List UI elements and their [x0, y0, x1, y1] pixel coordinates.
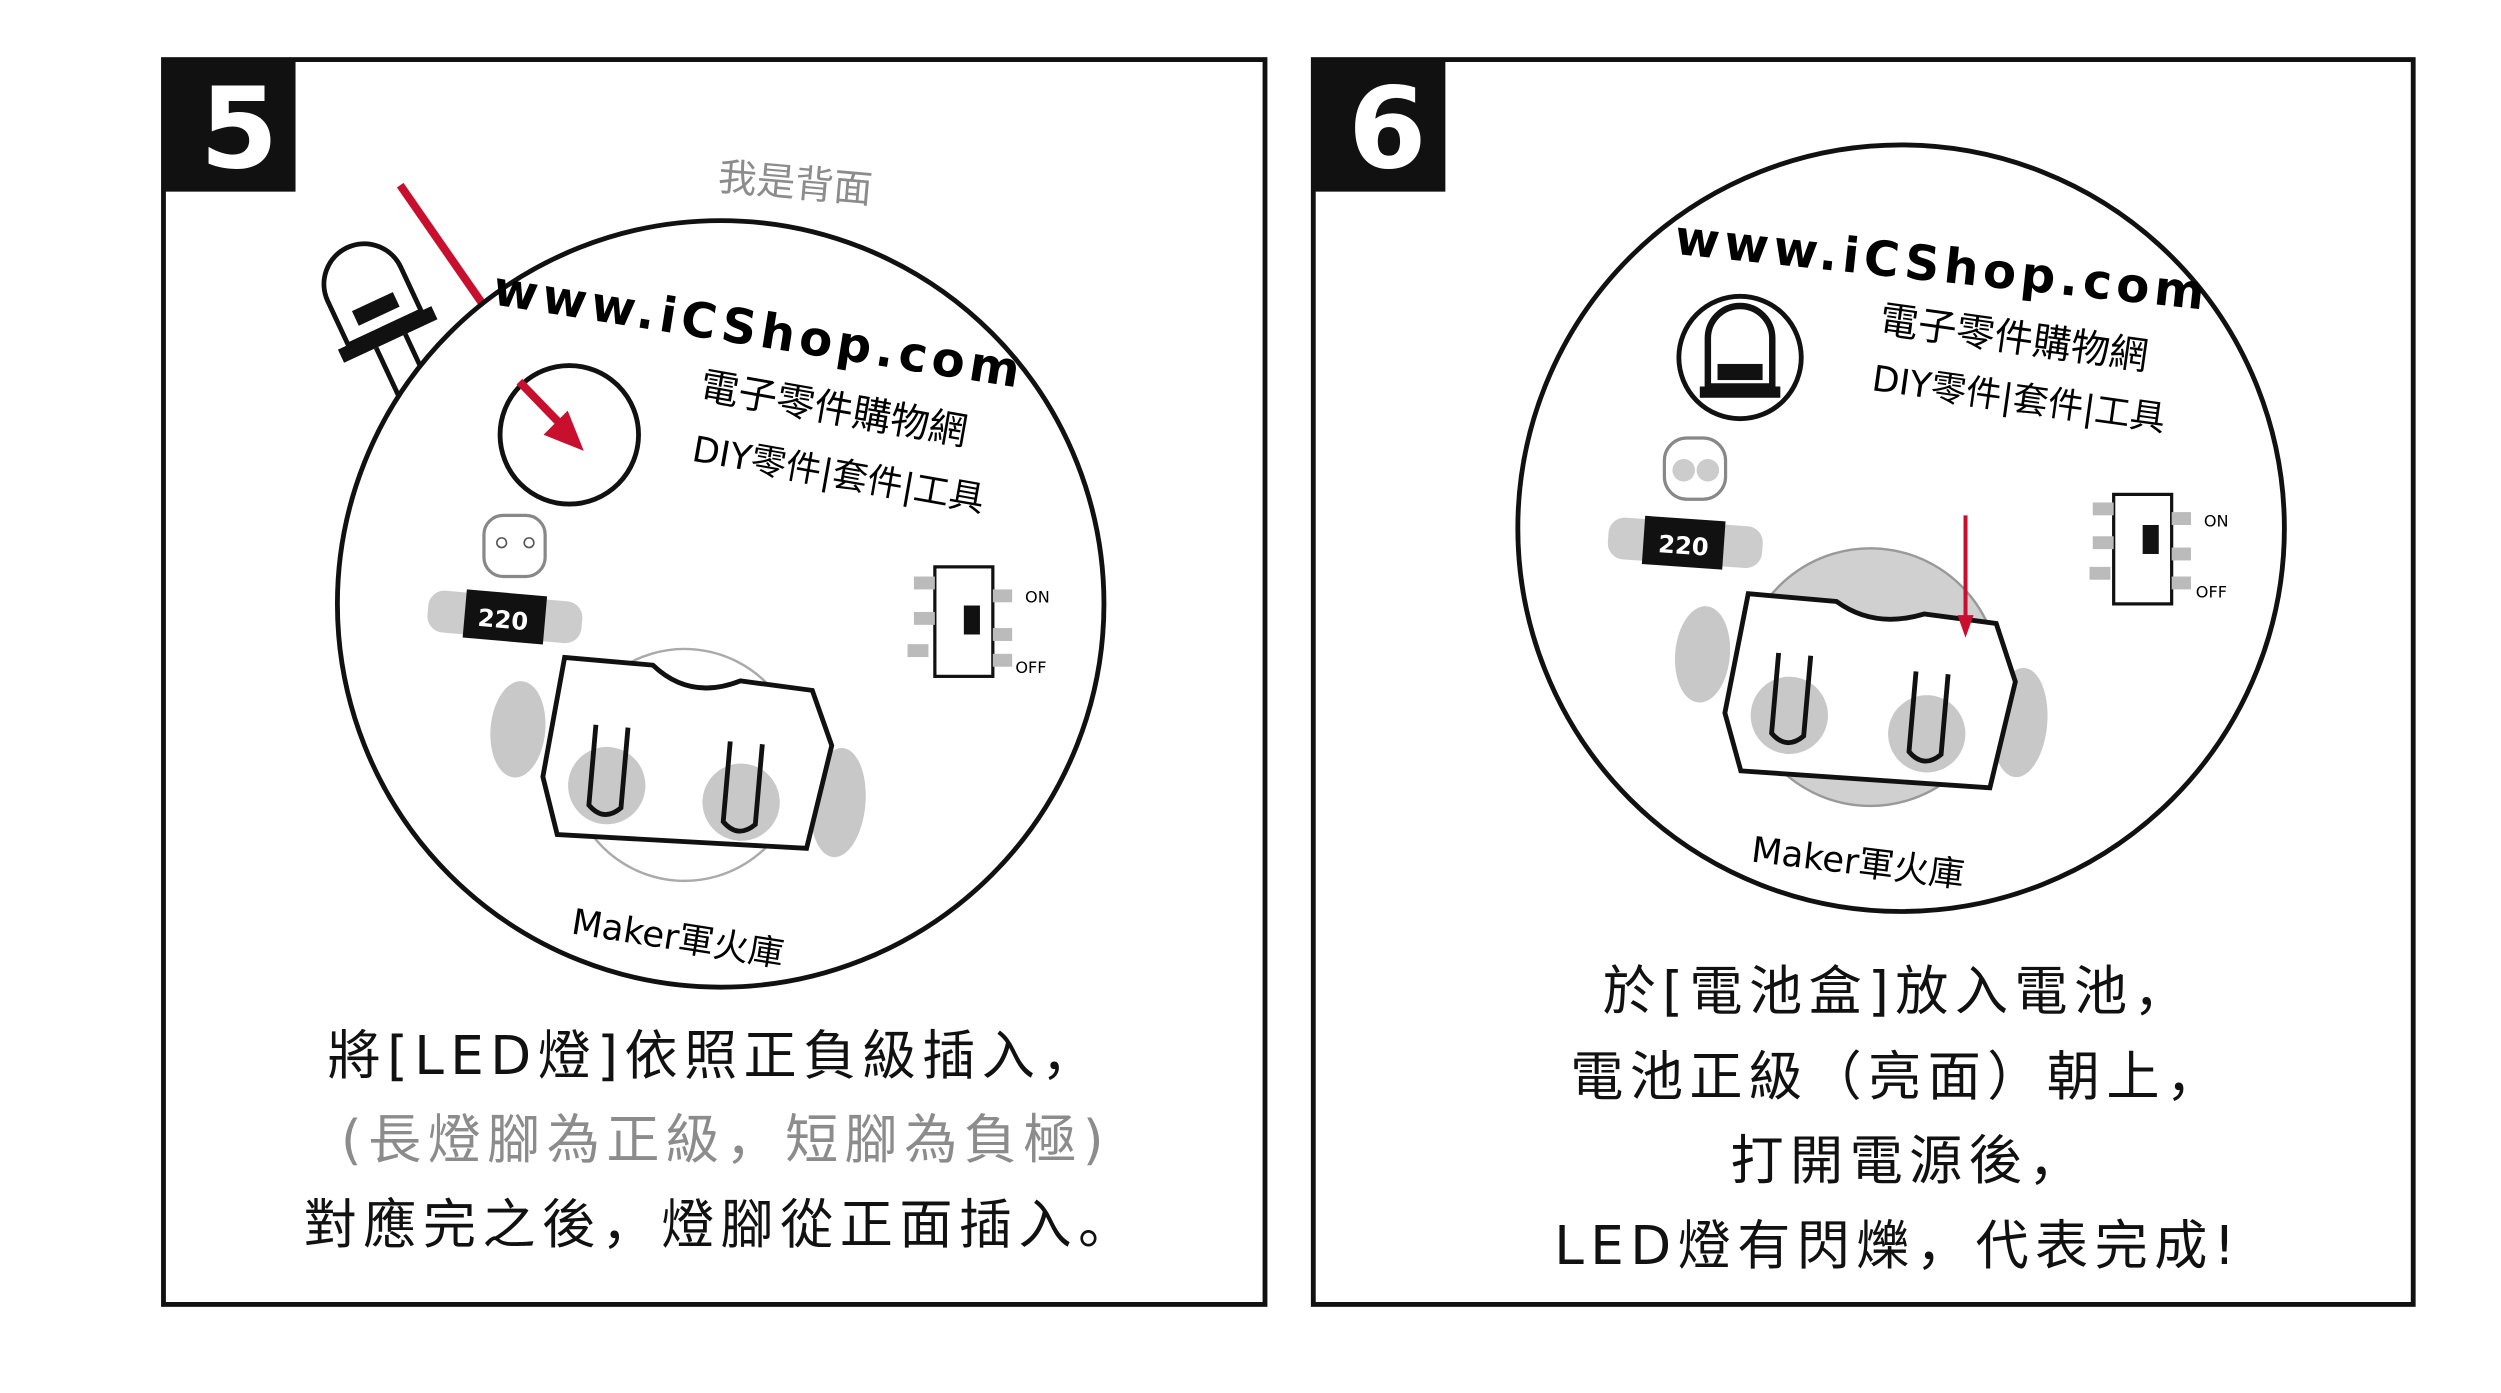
- caption-line-1: 將[LED燈]依照正負級插入，: [328, 1025, 1101, 1087]
- caption-line-4: LED燈有閃爍，代表完成!: [1554, 1215, 2241, 1277]
- caption-line-2: 電池正級（亮面）朝上，: [1570, 1046, 2225, 1108]
- resistor-value: 220: [1657, 530, 1709, 561]
- caption-line-3: 打開電源後，: [1730, 1130, 2087, 1192]
- step-badge: [163, 59, 296, 192]
- switch-off-label: OFF: [2196, 582, 2227, 601]
- switch-off-label: OFF: [1015, 658, 1046, 677]
- caption-line-3: 對應完之後，燈腳從正面插入。: [304, 1194, 1138, 1256]
- resistor-value: 220: [477, 604, 530, 636]
- resistor: 220: [1607, 515, 1763, 570]
- led-icon: [321, 241, 438, 409]
- switch-on-label: ON: [1025, 587, 1050, 606]
- red-arrow-icon: [1957, 515, 1974, 638]
- buzzer-footprint: [1662, 436, 1728, 501]
- led-icon: [1676, 293, 1804, 422]
- caption-line-1: 於[電池盒]放入電池，: [1603, 961, 2193, 1023]
- caption-line-2: (長燈腳為正級，短腳為負極): [341, 1109, 1110, 1171]
- battery-holder: [490, 647, 866, 883]
- buzzer-footprint: [482, 513, 547, 579]
- step-number: 5: [200, 62, 278, 194]
- power-switch: ON OFF: [907, 565, 1050, 678]
- power-switch: ON OFF: [2089, 492, 2229, 606]
- panel-step-6: 6 www.iCShop.com 電子零件購物網 DIY零件|套件|工具 220…: [1310, 57, 2416, 1307]
- pointer-line: [396, 182, 488, 309]
- step-badge: [1313, 59, 1446, 192]
- red-arrow-icon: [516, 378, 584, 451]
- step-number: 6: [1348, 62, 1426, 194]
- panel-step-5: 5 我是背面 www.iCShop.com 電子零件購物網 DIY零件|套件|工…: [161, 57, 1268, 1307]
- resistor: 220: [427, 589, 583, 645]
- battery-holder-with-coin-cell: [1674, 547, 2048, 808]
- switch-on-label: ON: [2204, 512, 2229, 531]
